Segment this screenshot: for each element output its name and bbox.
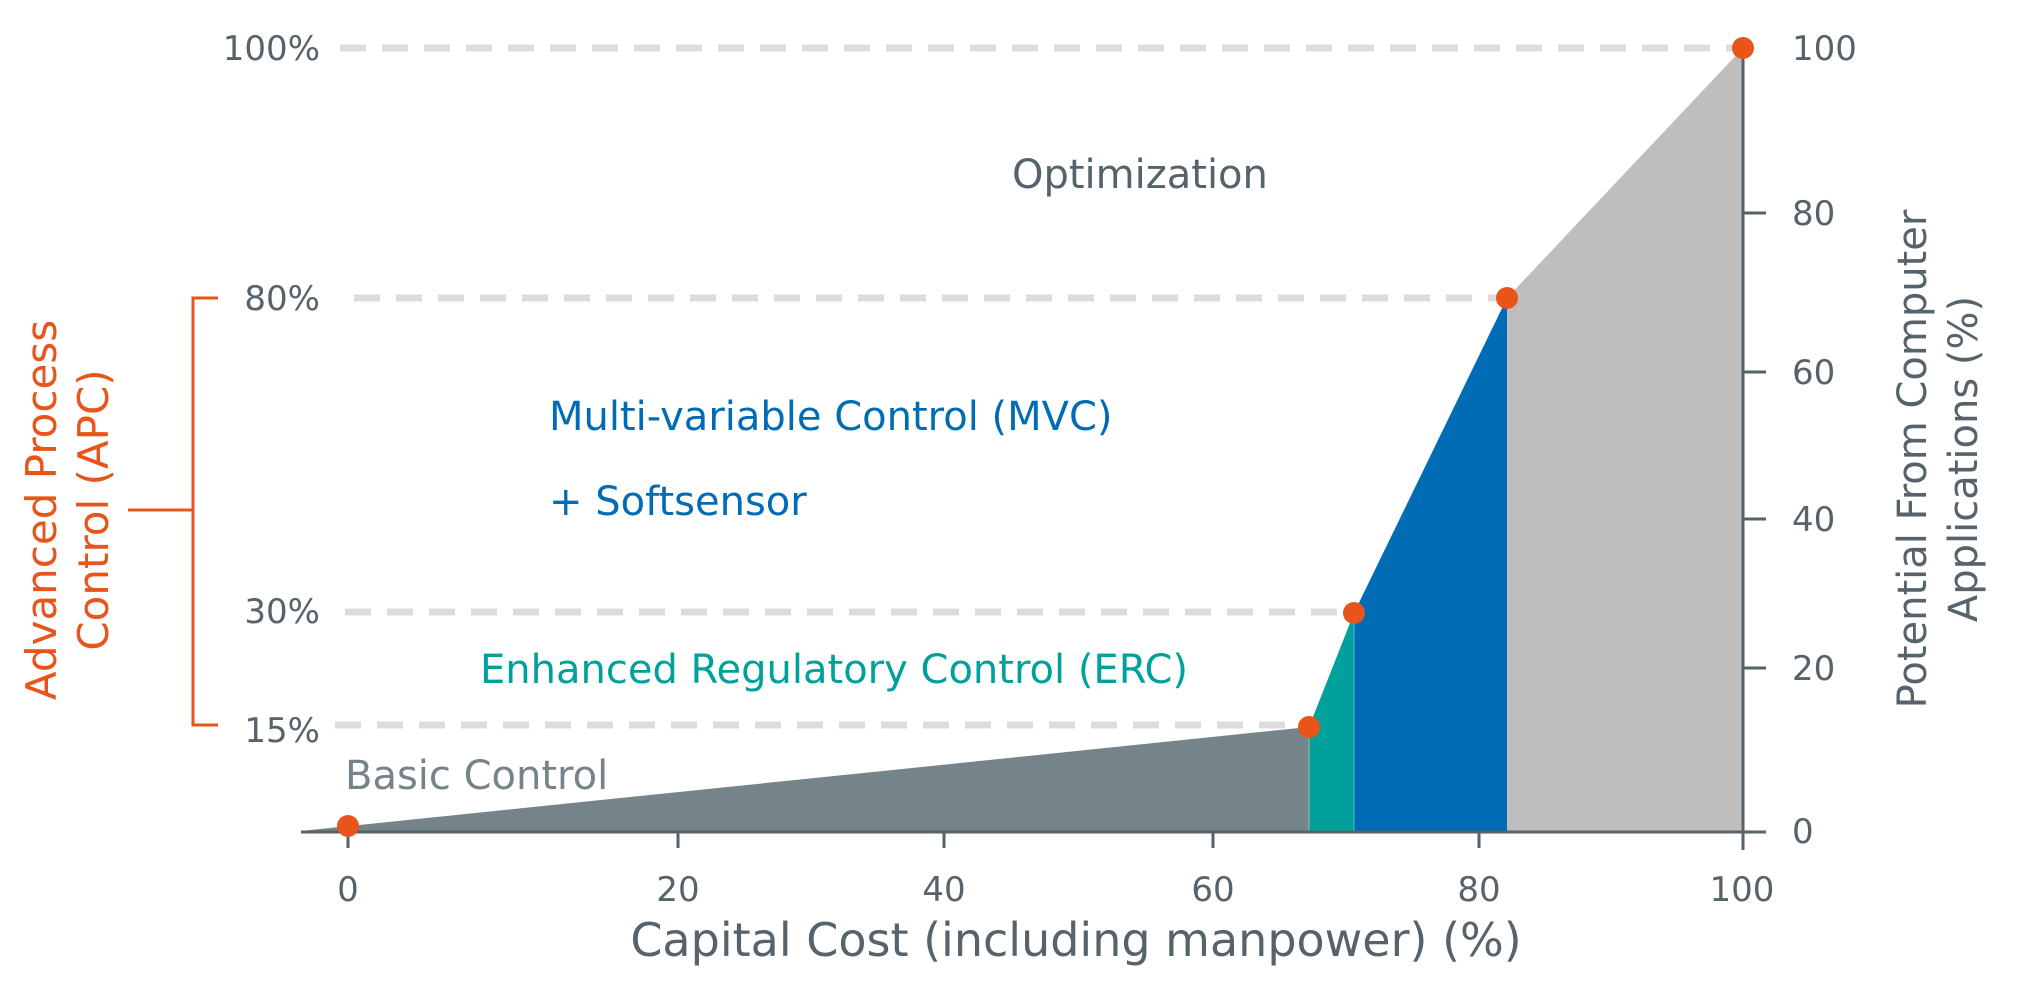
marker-30 xyxy=(1343,602,1365,624)
x-tick-label: 0 xyxy=(337,870,359,910)
y-tick-label: 20 xyxy=(1792,649,1835,689)
axes xyxy=(301,48,1766,850)
apc-label-line2: Control (APC) xyxy=(69,369,118,650)
data-markers xyxy=(337,37,1754,837)
reference-lines xyxy=(335,44,1743,729)
label-optimization: Optimization xyxy=(1012,152,1268,198)
pct-label-100: 100% xyxy=(223,29,320,69)
x-tick-label: 100 xyxy=(1710,870,1775,910)
marker-80 xyxy=(1496,287,1518,309)
x-tick-label: 20 xyxy=(656,870,699,910)
x-axis-title: Capital Cost (including manpower) (%) xyxy=(630,913,1521,967)
x-tick-label: 80 xyxy=(1457,870,1500,910)
x-tick-label: 40 xyxy=(922,870,965,910)
pct-label-15: 15% xyxy=(244,711,320,751)
region-optimization xyxy=(1507,48,1743,831)
label-mvc: Multi-variable Control (MVC) xyxy=(549,394,1113,440)
pct-label-30: 30% xyxy=(244,592,320,632)
y-tick-label: 40 xyxy=(1792,500,1835,540)
apc-label-line1: Advanced Process xyxy=(17,320,66,700)
label-softsensor: + Softsensor xyxy=(549,479,807,525)
pct-label-80: 80% xyxy=(244,279,320,319)
y-tick-label: 100 xyxy=(1792,29,1857,69)
marker-0 xyxy=(337,815,359,837)
y-axis-title-line2: Applications (%) xyxy=(1941,296,1987,622)
region-mvc xyxy=(1354,298,1507,831)
y-tick-label: 0 xyxy=(1792,812,1814,852)
marker-15 xyxy=(1298,716,1320,738)
y-tick-label: 60 xyxy=(1792,353,1835,393)
apc-bracket xyxy=(128,296,218,727)
region-basic-control xyxy=(301,727,1309,831)
marker-100 xyxy=(1732,37,1754,59)
region-erc xyxy=(1309,613,1354,831)
y-axis-title-line1: Potential From Computer xyxy=(1890,209,1936,708)
x-tick-label: 60 xyxy=(1191,870,1234,910)
label-erc: Enhanced Regulatory Control (ERC) xyxy=(480,647,1188,693)
label-basic-control: Basic Control xyxy=(345,753,608,799)
y-tick-label: 80 xyxy=(1792,194,1835,234)
